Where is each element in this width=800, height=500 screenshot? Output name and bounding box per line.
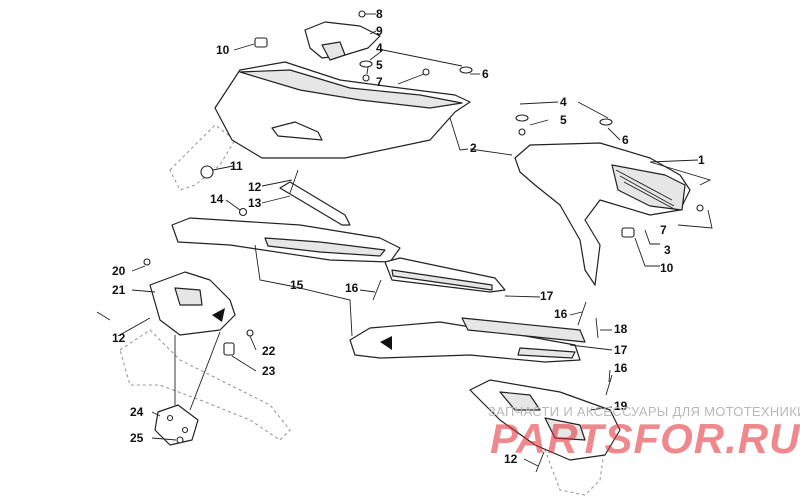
- cable-tie-part-16-c: [605, 374, 613, 396]
- side-panel-right-part-2: [514, 142, 691, 286]
- callout-6-top: 6: [482, 67, 489, 81]
- rivet-part-10-left: [254, 37, 268, 48]
- callout-19: 19: [614, 399, 628, 413]
- callout-labels: 8 9 10 4 5 6 7 11 2 4 5 6 1 7 3 10 12 13…: [112, 7, 705, 466]
- callout-17-b: 17: [614, 343, 628, 357]
- callout-18: 18: [614, 322, 628, 336]
- callout-16-b: 16: [554, 307, 568, 321]
- callout-14: 14: [210, 192, 224, 206]
- screw-part-7-right: [696, 204, 704, 212]
- cable-ties: [96, 169, 613, 473]
- footrest-plate-upper-part-17: [384, 257, 506, 293]
- running-board-rail-upper-part-15: [171, 217, 401, 263]
- cable-tie-part-12-top: [289, 169, 299, 194]
- cable-tie-part-16-a: [372, 279, 382, 301]
- callout-10-right: 10: [660, 261, 674, 275]
- rear-plate-part-19: [469, 379, 621, 461]
- callout-17-a: 17: [540, 289, 554, 303]
- support-bracket-part-21: [149, 271, 236, 336]
- callout-7-top: 7: [376, 75, 383, 89]
- bracket-left: [271, 121, 323, 141]
- cable-tie-part-12-left: [96, 311, 111, 321]
- screw-part-20: [143, 258, 151, 266]
- pin-part-18: [595, 317, 599, 339]
- callout-12-top: 12: [248, 180, 262, 194]
- rivet-part-4-left: [359, 60, 373, 68]
- gauge-housing-part-9: [304, 21, 381, 61]
- callout-6-right: 6: [622, 133, 629, 147]
- callout-2: 2: [470, 141, 477, 155]
- chassis-frame-left: [119, 124, 291, 441]
- callout-8: 8: [376, 7, 383, 21]
- console-panel-left-part-2: [214, 61, 471, 159]
- callout-24: 24: [130, 405, 144, 419]
- callout-5-top: 5: [376, 58, 383, 72]
- screw-part-7-left: [422, 68, 430, 76]
- rivet-part-6-left: [459, 66, 473, 74]
- callout-25: 25: [130, 431, 144, 445]
- callout-16-a: 16: [345, 281, 359, 295]
- callout-11: 11: [230, 159, 243, 173]
- cable-tie-part-16-b: [577, 301, 587, 326]
- plate-part-24: [154, 404, 199, 446]
- watermark-tagline: ЗАПЧАСТИ И АКСЕССУАРЫ ДЛЯ МОТОТЕХНИКИ: [488, 404, 800, 419]
- watermark-logo: PARTSFOR.RU: [490, 415, 800, 462]
- cable-tie-part-12-bottom: [535, 451, 545, 473]
- callout-15: 15: [290, 278, 304, 292]
- callout-12-bottom: 12: [504, 452, 518, 466]
- callout-13: 13: [248, 196, 262, 210]
- callout-22: 22: [262, 344, 276, 358]
- screw-part-25: [176, 436, 184, 444]
- callout-9: 9: [376, 24, 383, 38]
- chassis-frame-right: [544, 429, 606, 496]
- hardware: [143, 10, 704, 444]
- rivet-part-6-right: [599, 118, 613, 126]
- rivet-part-4-right: [515, 114, 529, 122]
- screw-part-8: [358, 10, 366, 18]
- callout-23: 23: [262, 364, 276, 378]
- nut-part-23: [223, 342, 235, 356]
- leader-lines: [117, 13, 713, 467]
- callout-21: 21: [112, 283, 126, 297]
- callout-5-right: 5: [560, 113, 567, 127]
- callout-16-c: 16: [614, 361, 628, 375]
- callout-1: 1: [698, 153, 705, 167]
- callout-10-top: 10: [216, 43, 230, 57]
- grommet-part-11: [200, 165, 214, 179]
- rivet-part-10-right: [621, 227, 635, 238]
- screw-part-14: [238, 207, 248, 217]
- callout-12-left: 12: [112, 331, 126, 345]
- callout-20: 20: [112, 264, 126, 278]
- callout-4-right: 4: [560, 95, 567, 109]
- screw-part-5-right: [518, 128, 526, 136]
- trim-strip-part-13: [279, 181, 351, 226]
- running-board-rail-lower-part-15: [349, 317, 586, 363]
- callout-4-top: 4: [376, 41, 383, 55]
- bolt-part-22: [246, 329, 254, 337]
- callout-3: 3: [664, 243, 671, 257]
- callout-7-right: 7: [660, 223, 667, 237]
- screw-part-5-left: [362, 74, 370, 82]
